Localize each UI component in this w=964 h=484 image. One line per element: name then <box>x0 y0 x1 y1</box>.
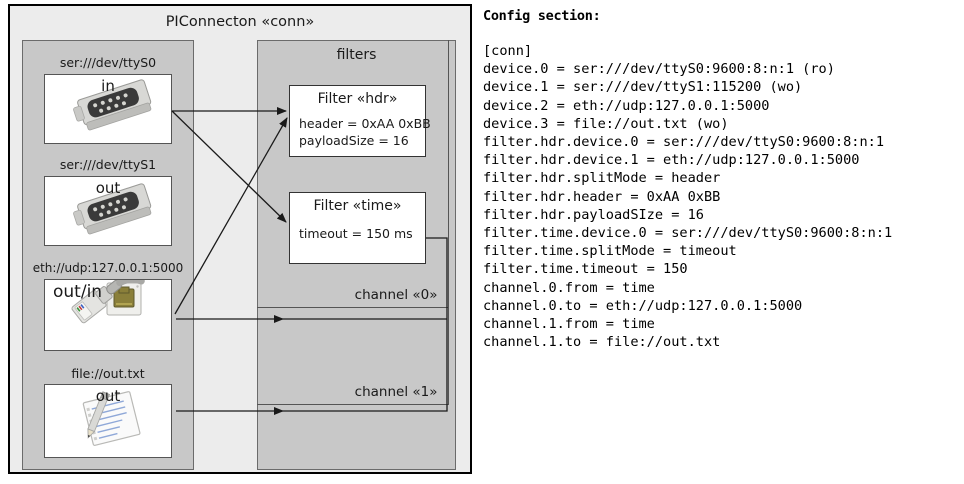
config-line: filter.hdr.payloadSIze = 16 <box>483 206 704 223</box>
filter-box-hdr[interactable]: Filter «hdr» header = 0xAA 0xBB payloadS… <box>289 85 431 157</box>
config-line: filter.time.timeout = 150 <box>483 261 688 278</box>
device-box-1[interactable]: out <box>44 176 172 246</box>
device-label-3: file://out.txt <box>71 366 145 381</box>
config-line: device.0 = ser:///dev/ttyS0:9600:8:n:1 (… <box>483 61 835 78</box>
config-line: channel.1.from = time <box>483 316 655 333</box>
filter-title-hdr: Filter «hdr» <box>317 91 398 107</box>
device-label-1: ser:///dev/ttyS1 <box>59 157 157 172</box>
config-line: device.2 = eth://udp:127.0.0.1:5000 <box>483 97 770 114</box>
config-line: filter.time.splitMode = timeout <box>483 243 737 260</box>
device-direction-1: out <box>95 179 121 197</box>
channel-label-0: channel «0» <box>354 286 438 303</box>
ethernet-port-icon <box>71 275 145 324</box>
config-line: channel.0.to = eth://udp:127.0.0.1:5000 <box>483 297 803 314</box>
device-box-0[interactable]: in <box>44 74 172 144</box>
filter-attr-payloadsize: payloadSize = 16 <box>299 133 409 148</box>
config-line: [conn] <box>483 43 533 59</box>
filter-title-time: Filter «time» <box>313 198 402 214</box>
channel-region-1[interactable]: channel «1» <box>256 307 449 405</box>
devices-panel: ser:///dev/ttyS0 in <box>22 40 194 470</box>
config-line: device.3 = file://out.txt (wo) <box>483 115 729 132</box>
serial-port-icon <box>73 183 152 235</box>
channel-region-0[interactable]: channel «0» <box>256 39 449 308</box>
config-line: filter.hdr.device.1 = eth://udp:127.0.0.… <box>483 152 860 169</box>
config-line: filter.hdr.splitMode = header <box>483 170 721 187</box>
diagram-title: PIConnecton «conn» <box>165 14 315 30</box>
filters-panel: filters Filter «hdr» header = 0xAA 0xBB … <box>256 39 456 470</box>
device-direction-0: in <box>101 77 115 95</box>
config-line: device.1 = ser:///dev/ttyS1:115200 (wo) <box>483 79 803 96</box>
device-box-3[interactable]: out <box>44 384 172 458</box>
config-line: filter.hdr.device.0 = ser:///dev/ttyS0:9… <box>483 134 885 151</box>
filter-attr-header: header = 0xAA 0xBB <box>299 116 431 131</box>
device-box-2[interactable]: out/in <box>44 275 172 351</box>
device-direction-2: out/in <box>53 282 103 302</box>
serial-port-icon <box>73 79 152 131</box>
channel-label-1: channel «1» <box>354 384 438 400</box>
config-section: Config section: [conn] device.0 = ser:///… <box>483 8 961 351</box>
text-file-icon <box>82 391 141 446</box>
connector-diagram: PIConnecton «conn» ser:///dev/ttyS0 in <box>8 4 472 474</box>
device-direction-3: out <box>95 387 121 405</box>
config-line: channel.0.from = time <box>483 279 655 296</box>
config-line: filter.hdr.header = 0xAA 0xBB <box>483 188 721 205</box>
config-lines: [conn] device.0 = ser:///dev/ttyS0:9600:8… <box>483 42 961 351</box>
config-line: channel.1.to = file://out.txt <box>483 334 721 351</box>
device-label-0: ser:///dev/ttyS0 <box>59 55 157 70</box>
filter-attr-timeout: timeout = 150 ms <box>299 226 413 241</box>
config-heading: Config section: <box>483 8 601 24</box>
config-line: filter.time.device.0 = ser:///dev/ttyS0:… <box>483 225 893 242</box>
filters-panel-title: filters <box>336 47 377 63</box>
device-label-2: eth://udp:127.0.0.1:5000 <box>32 261 184 275</box>
